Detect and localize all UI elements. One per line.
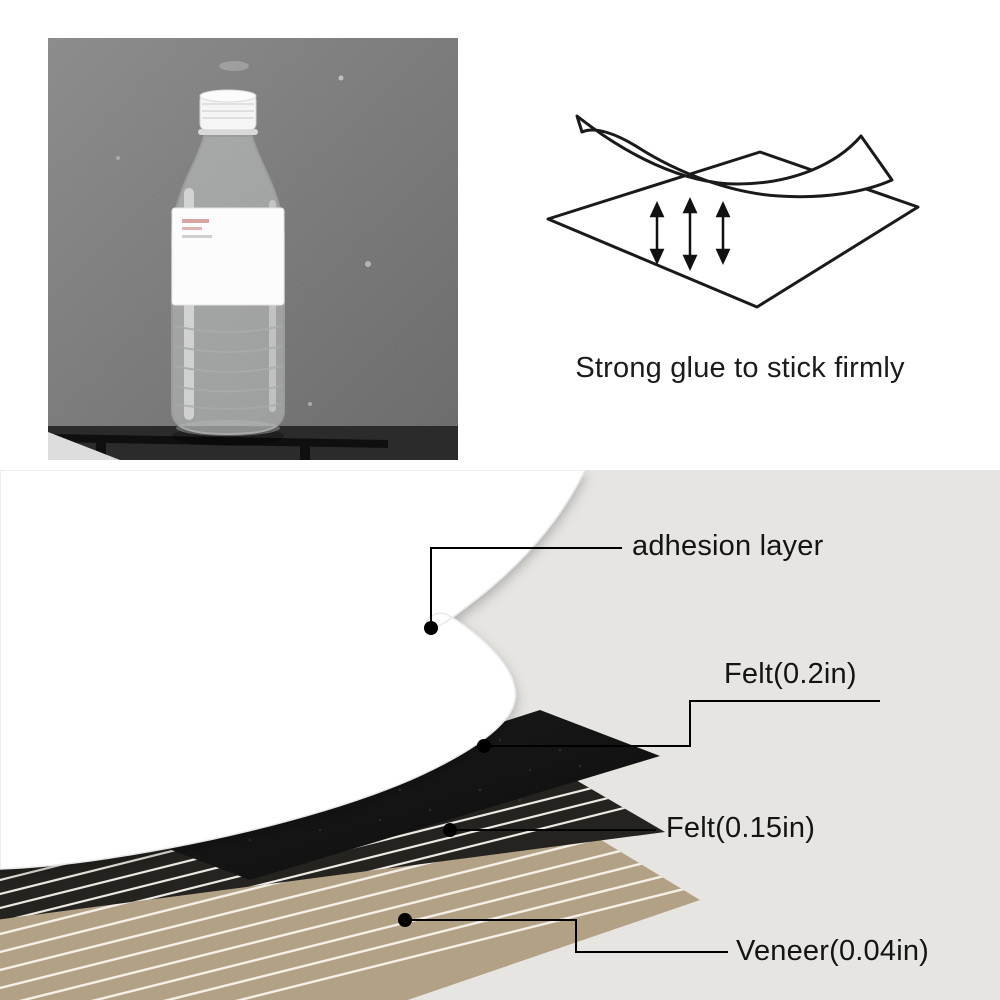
label-felt-015: Felt(0.15in)	[666, 812, 816, 844]
label-veneer: Veneer(0.04in)	[736, 935, 930, 967]
dust-speck	[116, 156, 120, 160]
bottle-cap	[199, 89, 257, 131]
glue-diagram-art	[546, 114, 920, 309]
double-arrow-icon	[715, 200, 731, 266]
callout-dot-veneer	[398, 913, 412, 927]
bottle-label	[171, 207, 285, 306]
callout-line-veneer	[405, 919, 728, 953]
floor	[48, 432, 120, 460]
dust-speck	[365, 261, 371, 267]
table-leg	[300, 440, 310, 460]
callout-lines	[405, 547, 880, 953]
table-leg	[96, 438, 106, 460]
water-bottle	[171, 89, 285, 446]
callout-line-adhesion	[430, 547, 622, 622]
adhesion-layer-sheet	[0, 470, 586, 870]
glue-caption: Strong glue to stick firmly	[575, 352, 905, 384]
double-arrow-icon	[649, 200, 665, 266]
adhesion-arrows	[649, 196, 731, 272]
label-print	[182, 227, 202, 230]
bottle-ridge	[173, 345, 283, 353]
label-felt-02: Felt(0.2in)	[724, 658, 857, 690]
bottle-shadow	[172, 426, 284, 446]
photo-art	[48, 38, 458, 460]
layers-diagram: adhesion layer Felt(0.2in) Felt(0.15in) …	[0, 470, 1000, 1000]
glue-diagram	[525, 82, 955, 352]
dust-speck	[308, 402, 312, 406]
bottle-base-shade	[176, 420, 280, 436]
product-photo	[48, 38, 458, 460]
label-print	[182, 235, 212, 238]
callout-dots	[398, 621, 491, 927]
peeling-sheet-drawing	[575, 114, 894, 199]
bottle-ridge	[173, 385, 283, 393]
callout-dot-felt-02	[477, 739, 491, 753]
smudge	[219, 61, 249, 71]
double-arrow-icon	[682, 196, 698, 272]
callout-line-felt-02	[484, 700, 880, 747]
dust-speck	[338, 75, 344, 81]
label-adhesion-layer: adhesion layer	[632, 530, 824, 562]
bottle-ridge	[173, 325, 283, 333]
callout-dot-felt-015	[443, 823, 457, 837]
label-print	[182, 219, 209, 223]
callout-dot-adhesion	[424, 621, 438, 635]
layers-art	[0, 470, 880, 1000]
bottle-ridge	[174, 403, 282, 410]
bottle-ridge	[173, 365, 283, 373]
